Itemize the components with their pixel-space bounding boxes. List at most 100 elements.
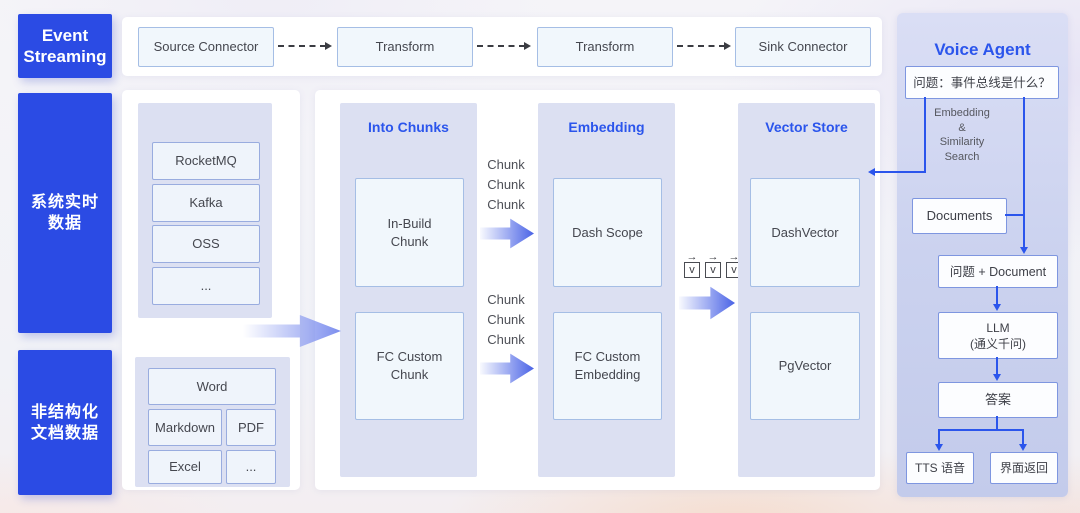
embedding-search-note-line1: Embedding [934,107,990,119]
chunk-label: Chunk [487,177,525,192]
node-tts-label: TTS 语音 [915,461,965,475]
node-inbuild-chunk-line1: In-Build [387,215,432,231]
node-fc-custom-chunk-line1: FC Custom [376,349,443,364]
node-documents-label: Documents [926,208,993,223]
node-word-label: Word [196,378,228,394]
node-transform-1-label: Transform [375,39,435,54]
node-dashscope: Dash Scope [553,178,662,287]
node-pgvector: PgVector [750,312,860,420]
node-fc-custom-chunk-line2: Chunk [390,367,429,382]
node-dashvector: DashVector [750,178,860,287]
rail-realtime-line1: 系统实时 [30,194,99,211]
chunk-labels-top: Chunk Chunk Chunk [483,155,529,215]
vector-arrow-icon: → [707,251,719,263]
vector-store-title: Vector Store [765,119,848,135]
rail-event-streaming-line1: Event [41,26,89,45]
voice-agent-title: Voice Agent [934,40,1031,59]
node-source-connector: Source Connector [138,27,274,67]
node-pdf-label: PDF [238,419,264,435]
connector-line [875,171,926,173]
connector-arrowhead-icon [993,304,1001,311]
connector-arrowhead-icon [993,374,1001,381]
node-pdf: PDF [226,409,276,446]
chunk-label: Chunk [487,292,525,307]
node-markdown-label: Markdown [155,419,215,435]
rail-event-streaming: Event Streaming [18,14,112,78]
rail-unstructured-docs: 非结构化 文档数据 [18,350,112,495]
node-fc-custom-embedding-line1: FC Custom [574,349,641,364]
dashed-connector-line [677,45,725,47]
connector-line [938,429,940,445]
vector-store-group: Vector Store [738,103,875,477]
node-inbuild-chunk-line2: Chunk [390,233,429,249]
chunk-label: Chunk [487,332,525,347]
dashed-arrowhead-icon [524,42,531,50]
embedding-search-note: Embedding & Similarity Search [928,106,996,164]
node-kafka: Kafka [152,184,260,222]
node-inbuild-chunk: In-Build Chunk [355,178,464,287]
connector-line [924,97,926,173]
chunk-label: Chunk [487,312,525,327]
rail-realtime-data: 系统实时 数据 [18,93,112,333]
dashed-connector-line [477,45,525,47]
node-transform-2-label: Transform [575,39,635,54]
connector-line [1023,97,1025,248]
node-fc-custom-chunk: FC Custom Chunk [355,312,464,420]
vector-arrow-icon: → [686,251,698,263]
node-excel-label: Excel [169,459,201,474]
node-more-docs-label: ... [245,459,257,474]
embedding-search-note-line2: & [958,121,966,134]
node-markdown: Markdown [148,409,222,446]
dashed-connector-line [278,45,326,47]
node-more-realtime-label: ... [200,278,212,293]
embedding-search-note-line3: Similarity [939,136,985,148]
node-more-docs: ... [226,450,276,484]
chunk-labels-bottom: Chunk Chunk Chunk [483,290,529,350]
node-oss-label: OSS [192,236,220,251]
rail-unstructured-line2: 文档数据 [30,424,99,442]
into-chunks-title: Into Chunks [368,119,449,135]
vector-glyphs: → v → v → v [684,252,742,278]
node-question-label: 问题：事件总线是什么？ [913,75,1051,90]
connector-arrowhead-icon [935,444,943,451]
connector-line [938,429,1024,431]
rail-realtime-line2: 数据 [47,215,82,232]
node-rocketmq: RocketMQ [152,142,260,180]
node-pgvector-label: PgVector [778,358,832,373]
node-question-document-label: 问题 + Document [949,264,1047,279]
connector-arrowhead-icon [1019,444,1027,451]
node-fc-custom-embedding-line2: Embedding [574,367,641,382]
connector-line [1022,429,1024,445]
vector-v-glyph: v [705,262,721,278]
node-ui-return: 界面返回 [990,452,1058,484]
node-dashvector-label: DashVector [771,224,839,240]
node-llm-line2: (通义千问) [970,336,1026,351]
dashed-arrowhead-icon [325,42,332,50]
connector-line [996,357,998,375]
vector-arrow-icon: → [728,251,740,263]
node-rocketmq-label: RocketMQ [175,153,237,168]
pipeline-panel: Source Connector Transform Transform Sin… [122,17,882,76]
node-sink-connector-label: Sink Connector [758,39,848,54]
dashed-arrowhead-icon [724,42,731,50]
embedding-title: Embedding [568,119,645,135]
embedding-search-note-line4: Search [944,150,980,163]
node-documents: Documents [912,198,1007,234]
vector-symbol-icon: → v [684,252,700,278]
node-transform-2: Transform [537,27,673,67]
node-word: Word [148,368,276,405]
node-llm: LLM (通义千问) [938,312,1058,359]
node-source-connector-label: Source Connector [153,39,259,54]
node-excel: Excel [148,450,222,484]
node-answer: 答案 [938,382,1058,418]
node-transform-1: Transform [337,27,473,67]
rail-event-streaming-line2: Streaming [23,47,107,66]
rail-unstructured-line1: 非结构化 [30,403,99,421]
chunk-label: Chunk [487,197,525,212]
node-oss: OSS [152,225,260,263]
connector-line [1005,214,1024,216]
node-sink-connector: Sink Connector [735,27,871,67]
chunk-label: Chunk [487,157,525,172]
connector-line [996,416,998,430]
